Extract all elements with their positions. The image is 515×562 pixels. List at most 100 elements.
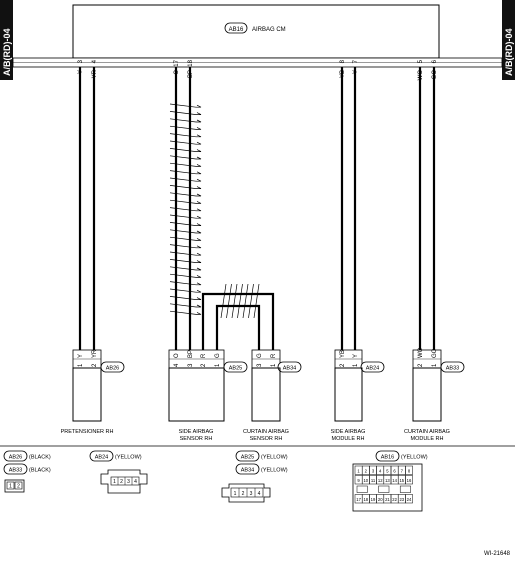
bottom-label-12-color: GO: [432, 348, 438, 358]
top-label-1-color: Y: [78, 70, 84, 74]
twist-mark: [169, 192, 197, 197]
pretensioner-code: AB26: [106, 366, 119, 372]
twist-link-mark: [253, 283, 260, 319]
twist-arrow: [196, 208, 202, 212]
side-tab-right-label: A/B(RD)-04: [504, 28, 514, 76]
twist-mark: [169, 177, 197, 182]
svg-text:1: 1: [9, 484, 12, 490]
pin-number: 16: [407, 478, 412, 483]
twist-mark: [169, 125, 197, 130]
bottom-label-5-color: R: [201, 353, 207, 358]
twist-mark: [169, 199, 197, 204]
pretensioner-name: PRETENSIONER RH: [61, 429, 114, 435]
legend-ab16-color: (YELLOW): [401, 455, 428, 461]
top-label-4-pin: 18: [188, 59, 194, 66]
twist-arrow: [196, 252, 202, 256]
twist-link-mark: [248, 283, 254, 319]
twist-mark: [169, 140, 197, 145]
twist-mark: [169, 259, 197, 263]
twist-arrow: [196, 164, 202, 167]
twist-mark: [169, 214, 197, 219]
twist-arrow: [196, 238, 202, 241]
twist-arrow: [196, 230, 202, 234]
twist-arrow: [196, 141, 202, 145]
twist-arrow: [196, 127, 202, 130]
legend-ab33-code: AB33: [9, 468, 22, 474]
side-sensor-name-2: SENSOR RH: [180, 436, 213, 442]
top-label-5-color: YB: [340, 70, 346, 78]
bottom-label-9-color: YB: [340, 350, 346, 358]
pin-number: 14: [392, 478, 397, 483]
bottom-label-4-pin: 3: [188, 363, 194, 367]
bottom-wire-labels: Y 1 YR 2 O 4 BP 3 R 2 G 1 G 3 R 1 YB 2 Y…: [78, 347, 438, 367]
twist-mark: [169, 244, 197, 249]
component-code-ovals: AB26 AB25 AB34 AB24 AB33: [100, 361, 465, 373]
pin-number: 18: [363, 497, 368, 502]
twist-link-mark: [242, 283, 249, 319]
twist-mark: [169, 162, 197, 167]
pin-number: 17: [356, 497, 361, 502]
bottom-label-6-pin: 1: [215, 363, 221, 367]
twist-arrow: [196, 201, 202, 204]
twist-mark: [169, 103, 197, 108]
top-label-8-color: GO: [432, 70, 438, 80]
top-label-6-color: Y: [353, 70, 359, 74]
legend-ab25-color: (YELLOW): [261, 455, 288, 461]
legend-ab34-code: AB34: [241, 468, 254, 474]
top-label-4-color: BP: [188, 70, 194, 78]
pin-number: 3: [372, 468, 375, 473]
curtain-module-name-2: MODULE RH: [410, 436, 443, 442]
curtain-module-body: [412, 367, 442, 422]
top-label-7-color: WO: [418, 70, 424, 81]
legend-ab33-color: (BLACK): [29, 468, 51, 474]
twist-mark: [169, 266, 197, 271]
key-block: [356, 485, 368, 493]
twist-mark: [169, 118, 197, 123]
twist-mark: [169, 222, 197, 226]
bottom-label-5-pin: 2: [201, 363, 207, 367]
pin-number: 6: [393, 468, 396, 473]
side-sensor-code: AB25: [229, 366, 242, 372]
twist-arrow: [196, 134, 202, 138]
side-tab-left-label: A/B(RD)-04: [2, 28, 12, 76]
twist-link-mark: [237, 283, 243, 319]
svg-text:2: 2: [242, 491, 245, 497]
side-module-body: [334, 367, 363, 422]
connector-4pin-face-b: 1 2 3 4: [221, 483, 271, 503]
side-tab-left: A/B(RD)-04: [0, 0, 13, 80]
twist-arrow: [196, 119, 202, 123]
pin-number: 21: [385, 497, 390, 502]
svg-text:2: 2: [120, 479, 123, 485]
twist-arrow: [196, 186, 202, 189]
twist-link-mark: [226, 283, 232, 319]
top-label-2-pin: 4: [92, 59, 98, 63]
bottom-label-7-pin: 3: [257, 363, 263, 367]
pin-number: 9: [357, 478, 360, 483]
bottom-label-7-color: G: [257, 353, 263, 358]
side-sensor-body: [168, 367, 225, 422]
pin-number: 8: [408, 468, 411, 473]
twist-arrow: [196, 156, 202, 160]
component-names: PRETENSIONER RH SIDE AIRBAG SENSOR RH CU…: [61, 429, 450, 442]
pretensioner-body: [72, 367, 102, 422]
twist-arrow: [196, 282, 202, 286]
svg-text:3: 3: [127, 479, 130, 485]
airbag-cm-code: AB16: [229, 27, 244, 33]
pin-number: 7: [401, 468, 404, 473]
top-label-5-pin: 8: [340, 59, 346, 63]
twist-mark: [169, 236, 197, 241]
pin-cell: [405, 465, 413, 475]
curtain-sensor-name-1: CURTAIN AIRBAG: [243, 429, 289, 435]
twist-mark: [169, 303, 197, 308]
twist-arrow: [196, 178, 202, 182]
figure-id: WI-21648: [484, 551, 511, 557]
bottom-label-2-color: YR: [92, 349, 98, 358]
twist-arrow: [196, 260, 202, 263]
twisted-pair-main: [169, 103, 202, 315]
bottom-label-12-pin: 1: [432, 363, 438, 367]
twist-mark: [169, 155, 197, 160]
bottom-label-6-color: G: [215, 353, 221, 358]
svg-text:1: 1: [113, 479, 116, 485]
bottom-label-10-pin: 1: [353, 363, 359, 367]
